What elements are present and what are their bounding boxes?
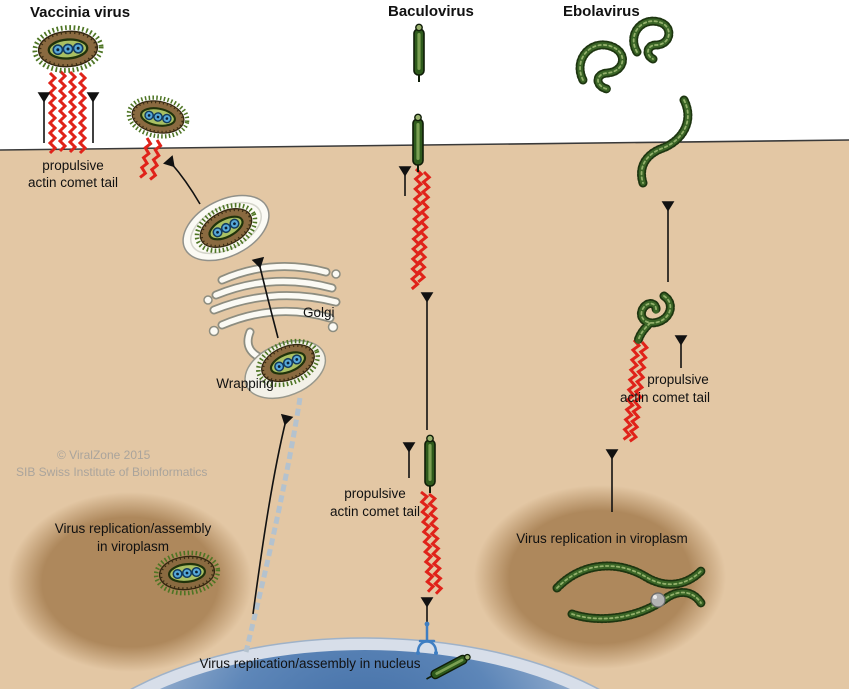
baculo-comet-tail-strand <box>416 170 432 284</box>
ebola-viroplasm-label: Virus replication in viroplasm <box>516 531 688 546</box>
baculo-comet-tail-strand <box>419 490 436 593</box>
plasma-membrane-line <box>0 139 849 151</box>
title-baculovirus: Baculovirus <box>388 3 474 20</box>
title-ebolavirus: Ebolavirus <box>563 3 640 20</box>
golgi-vesicle <box>327 321 339 333</box>
golgi-vesicle <box>208 325 220 337</box>
ebola-comet-label-line1: propulsive <box>647 372 709 387</box>
baculovirus-virion-surface <box>412 113 424 173</box>
baculovirus-virion-cytoplasm <box>424 434 436 494</box>
baculo-comet-label-line1: propulsive <box>344 486 406 501</box>
vaccinia-virion-exiting <box>33 25 102 72</box>
vaccinia-comet-tail-strand <box>77 71 88 155</box>
microtubule-track <box>243 397 303 653</box>
vaccinia-virion-surface <box>126 93 191 141</box>
vaccinia-viroplasm <box>8 492 252 672</box>
arrow-curved <box>163 155 201 205</box>
vaccinia-wrapped-virion <box>182 182 270 274</box>
watermark-line2: SIB Swiss Institute of Bioinformatics <box>16 465 207 479</box>
golgi-vesicle <box>331 269 341 279</box>
ebola-comet-label-line2: actin comet tail <box>620 390 710 405</box>
ebola-nucleoprotein-ball-highlight <box>653 595 657 599</box>
ebola-virions <box>557 21 701 618</box>
vaccinia-viroplasm-label-line2: in viroplasm <box>97 539 169 554</box>
ebola-viroplasm <box>474 485 726 669</box>
vaccinia-comet-label-line1: propulsive <box>42 158 104 173</box>
nucleus-label: Virus replication/assembly in nucleus <box>199 656 420 671</box>
baculo-comet-tail-strand <box>427 492 444 595</box>
title-vaccinia: Vaccinia virus <box>30 4 130 21</box>
baculo-comet-label-line2: actin comet tail <box>330 504 420 519</box>
ebola-nucleoprotein-ball <box>650 592 666 608</box>
ebola-comet-tail-strand <box>622 339 642 441</box>
baculo-comet-tail-strand <box>409 167 424 291</box>
baculovirus-virion-exiting <box>413 23 425 83</box>
golgi-label: Golgi <box>303 305 335 320</box>
arrow-curved <box>251 256 279 339</box>
actin-comet-tails <box>47 69 650 595</box>
vaccinia-comet-tail-strand <box>57 69 68 153</box>
golgi-apparatus <box>203 262 341 365</box>
nuclear-pore-complex <box>416 621 438 655</box>
arrow-curved <box>252 413 294 615</box>
ebola-comet-tail-strand <box>628 341 650 443</box>
vaccinia-viroplasm-label-line1: Virus replication/assembly <box>55 521 212 536</box>
wrapping-label: Wrapping <box>216 376 274 391</box>
flow-arrows <box>37 92 688 624</box>
vaccinia-comet-tail-strand <box>139 137 153 179</box>
vaccinia-comet-tail-strand <box>67 70 78 154</box>
vaccinia-comet-tail-strand <box>47 71 58 155</box>
vaccinia-wrapping-site <box>244 330 334 400</box>
watermark-line1: © ViralZone 2015 <box>57 448 151 462</box>
vaccinia-comet-tail-strand <box>149 139 163 181</box>
vaccinia-comet-label-line2: actin comet tail <box>28 175 118 190</box>
golgi-vesicle <box>203 295 213 305</box>
